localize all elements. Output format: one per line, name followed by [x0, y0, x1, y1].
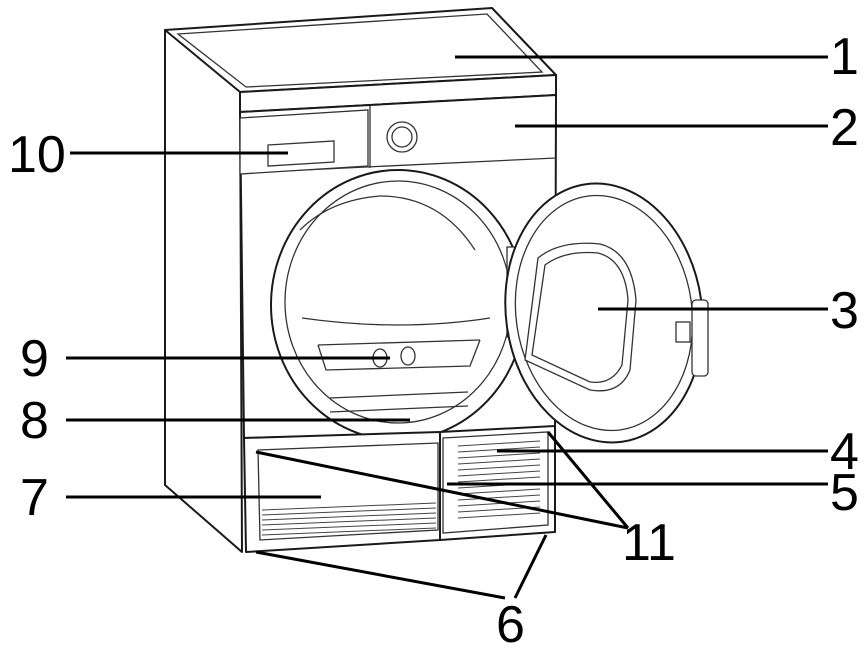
condenser-cover [257, 442, 439, 541]
callout-numbers: 1 2 3 4 5 6 7 8 9 10 11 [8, 28, 859, 651]
callout-11: 11 [622, 514, 676, 572]
dryer-illustration [164, 7, 709, 553]
side-panel [164, 29, 243, 553]
callout-2: 2 [830, 99, 859, 157]
callout-3: 3 [830, 282, 859, 340]
leader-line-11a [255, 450, 629, 530]
callout-10: 10 [8, 126, 66, 184]
callout-5: 5 [830, 464, 859, 522]
callout-8: 8 [20, 392, 49, 450]
leader-line-6a [255, 550, 506, 600]
program-knob-inner [391, 126, 413, 148]
callout-9: 9 [20, 330, 49, 388]
door-latch [675, 321, 691, 343]
leader-line-6b [513, 534, 548, 599]
callout-7: 7 [20, 469, 49, 527]
drawer-handle [267, 140, 335, 167]
loading-door [504, 182, 709, 444]
leader-line-11b [546, 431, 630, 529]
top-panel-inner [176, 13, 544, 88]
drum-opening [270, 169, 526, 441]
condenser-grille-slats [261, 502, 437, 536]
leader-lines [66, 55, 828, 600]
callout-4: 4 [830, 423, 859, 481]
callout-6: 6 [496, 596, 525, 651]
door-handle [691, 299, 709, 377]
callout-1: 1 [830, 28, 859, 86]
